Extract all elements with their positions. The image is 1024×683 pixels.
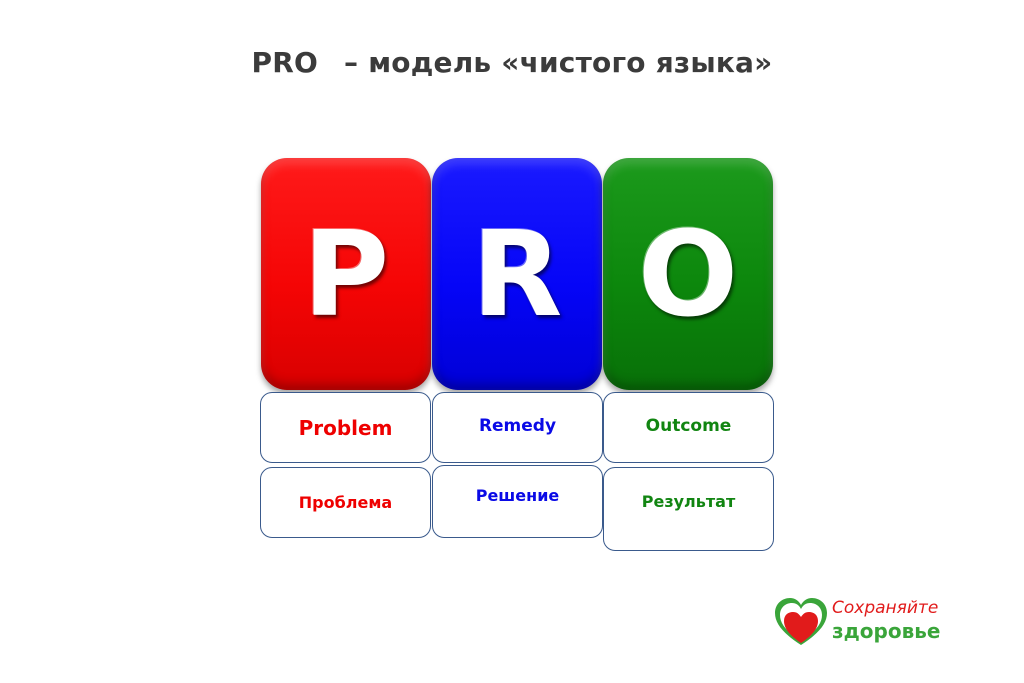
label-box-problema: Проблема [260,467,431,538]
label-box-remedy: Remedy [432,392,603,463]
label-rezultat: Результат [641,492,736,511]
tile-p: P [261,158,431,390]
label-outcome: Outcome [645,415,732,436]
label-box-problem: Problem [260,392,431,463]
tile-o: O [603,158,773,390]
label-reshenie: Решение [475,486,560,505]
logo-text-line1: Сохраняйте [832,598,939,618]
tile-letter-p: P [302,205,390,343]
logo-text-line2: здоровье [832,619,941,643]
tile-r: R [432,158,602,390]
label-remedy: Remedy [478,415,557,436]
heart-logo-icon [775,598,827,645]
label-problema: Проблема [298,493,393,512]
tile-letter-o: O [637,205,739,343]
label-box-rezultat: Результат [603,467,774,551]
tile-letter-r: R [471,205,563,343]
brand-logo: Сохраняйте здоровье [772,595,952,651]
slide-title: PRO – модель «чистого языка» [0,46,1024,79]
label-box-reshenie: Решение [432,465,603,538]
title-text: – модель «чистого языка» [344,46,773,79]
title-abbreviation: PRO [251,46,319,79]
label-box-outcome: Outcome [603,392,774,463]
label-problem: Problem [298,415,393,440]
